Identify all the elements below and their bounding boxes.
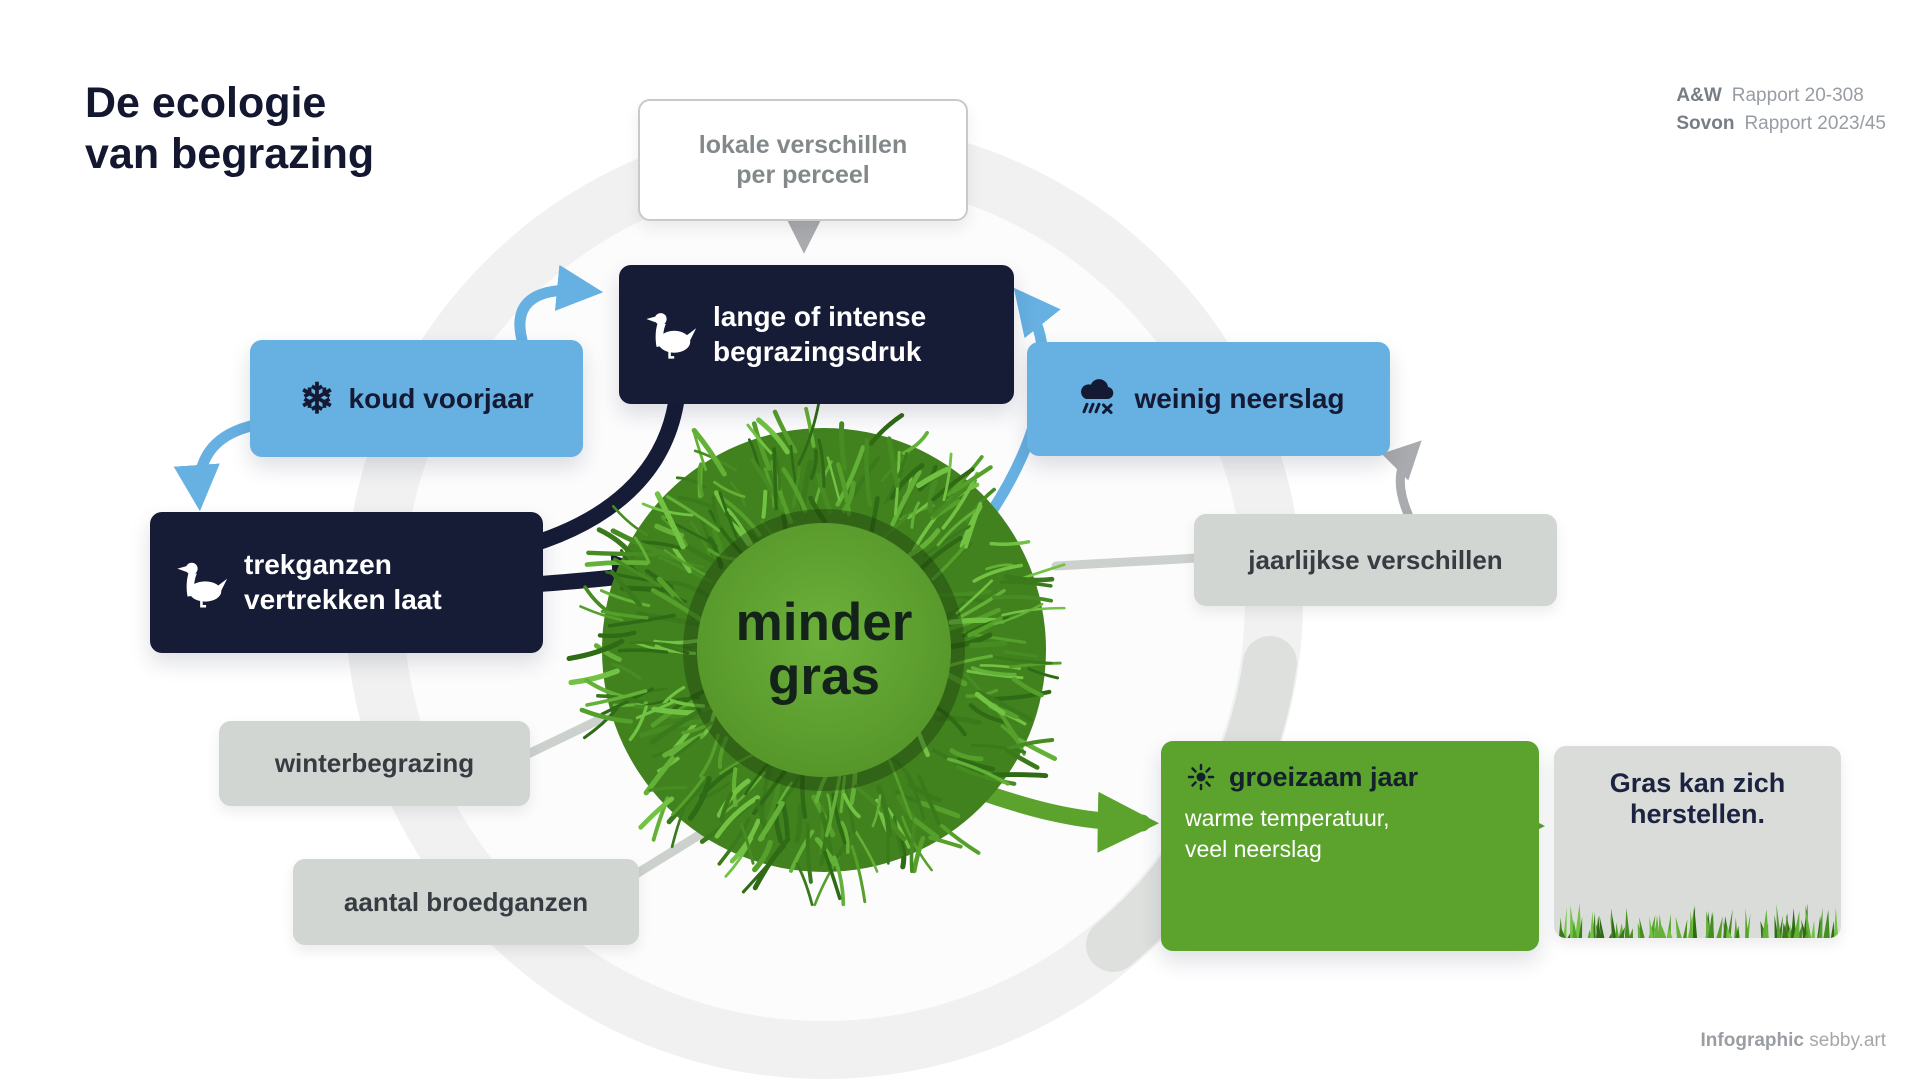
infographic-credit: Infographic sebby.art [1701,1030,1886,1052]
groeizaam-sub1: warme temperatuur, [1185,805,1390,831]
center-line2: gras [768,647,880,706]
grass-illustration [1558,903,1839,938]
title-line1: De ecologie [85,79,327,127]
node-koud-voorjaar: ❄ koud voorjaar [250,340,583,457]
lokale-line2: per perceel [736,161,870,189]
broedganzen-label: aantal broedganzen [343,886,589,917]
groeizaam-title: groeizaam jaar [1229,761,1419,792]
lokale-line1: lokale verschillen [698,130,908,159]
connector-jaarlijks-to-grass [1051,553,1203,571]
trekganzen-line2: vertrekken laat [244,583,442,615]
arrow-jaarlijks-to-neerslag [1381,440,1422,519]
herstel-line2: herstellen. [1629,799,1766,829]
arrow-begrazingsdruk-to-trekganzen [508,395,684,557]
jaarlijks-label: jaarlijkse verschillen [1248,544,1503,575]
neerslag-label: weinig neerslag [1134,383,1345,414]
node-begrazingsdruk: lange of intense begrazingsdruk [619,265,1014,404]
goose-icon [174,556,228,610]
rain-crossed-icon [1072,375,1120,423]
grass-circle [566,401,1066,907]
credit-row2-text: Rapport 2023/45 [1744,112,1886,134]
goose-icon [643,308,697,362]
title-line2: van begrazing [85,129,375,178]
credit-row1: A&W Rapport 20-308 [1676,82,1886,110]
herstel-line1: Gras kan zich [1609,768,1786,798]
footer-label: Infographic [1700,1030,1804,1051]
node-aantal-broedganzen: aantal broedganzen [293,859,639,945]
node-groeizaam-jaar: groeizaam jaar warme temperatuur, veel n… [1161,741,1539,951]
groeizaam-sub2: veel neerslag [1185,836,1322,863]
arrow-koud-to-begrazingsdruk [514,264,604,346]
credit-row2: Sovon Rapport 2023/45 [1676,110,1886,138]
snowflake-icon: ❄ [299,374,335,422]
report-credits: A&W Rapport 20-308 Sovon Rapport 2023/45 [1676,82,1886,137]
node-gras-herstel: Gras kan zich herstellen. [1554,746,1841,938]
node-winterbegrazing: winterbegrazing [219,721,530,806]
page-title: De ecologie van begrazing [85,78,374,179]
winter-label: winterbegrazing [274,748,475,778]
sun-icon [1185,761,1217,793]
trekganzen-line1: trekganzen [244,549,392,581]
credit-row1-label: A&W [1676,85,1722,106]
grass-texture [566,401,1066,907]
node-lokale-verschillen: lokale verschillen per perceel [638,99,968,221]
node-weinig-neerslag: weinig neerslag [1027,342,1390,456]
begrazingsdruk-line2: begrazingsdruk [713,335,922,367]
begrazingsdruk-line1: lange of intense [713,301,927,333]
credit-row2-label: Sovon [1676,112,1735,134]
node-jaarlijkse-verschillen: jaarlijkse verschillen [1194,514,1557,606]
koud-label: koud voorjaar [348,382,534,414]
center-label: minder gras [554,380,1094,920]
footer-text: sebby.art [1809,1030,1886,1051]
center-line1: minder [735,592,913,652]
node-trekganzen: trekganzen vertrekken laat [150,512,543,653]
credit-row1-text: Rapport 20-308 [1731,85,1864,106]
